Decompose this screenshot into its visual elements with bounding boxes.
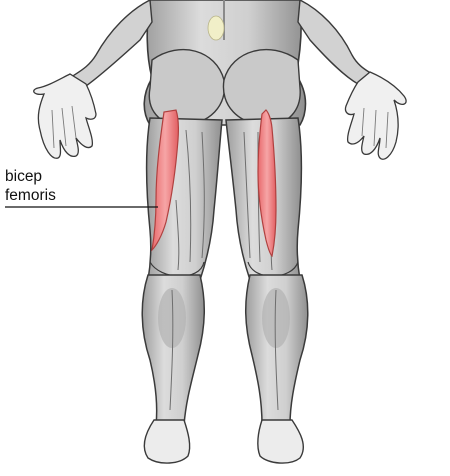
calf-striations — [169, 289, 279, 411]
sacrum-highlight — [207, 15, 225, 41]
right-foot — [257, 419, 304, 464]
left-gluteus — [148, 48, 226, 126]
right-gluteus — [222, 48, 301, 126]
left-arm — [68, 0, 153, 87]
left-calf-shade — [158, 288, 186, 348]
right-calf-shade — [262, 288, 290, 348]
left-biceps-femoris-highlight — [151, 109, 179, 252]
left-hand — [33, 73, 97, 159]
label-femoris: femoris — [5, 187, 56, 204]
right-biceps-femoris-highlight — [257, 109, 277, 258]
left-foot — [143, 419, 191, 464]
left-hand-creases — [51, 105, 77, 149]
right-hand-creases — [361, 107, 389, 149]
left-thigh-striations — [175, 129, 205, 271]
label-bicep: bicep — [5, 168, 43, 185]
right-arm — [297, 0, 374, 85]
